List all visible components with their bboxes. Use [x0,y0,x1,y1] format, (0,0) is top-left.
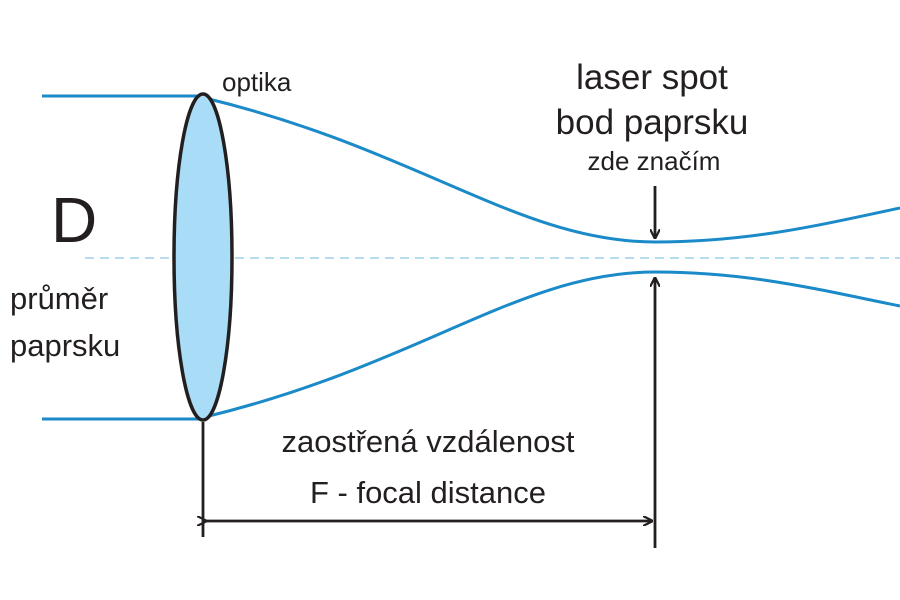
beam-point-label: bod paprsku [556,103,749,142]
focal-distance-label-en: F - focal distance [310,475,546,510]
diameter-symbol: D [51,184,97,256]
focal-distance-label-cz: zaostřená vzdálenost [282,424,575,459]
lens [172,92,234,422]
optics-label: optika [222,67,292,97]
diameter-label-line1: průměr [10,281,108,316]
focused-beam-bottom [204,270,900,419]
diameter-label-line2: paprsku [10,328,120,363]
marked-here-label: zde značím [588,146,721,176]
laser-spot-label: laser spot [576,58,728,97]
focused-beam-top [204,96,900,244]
